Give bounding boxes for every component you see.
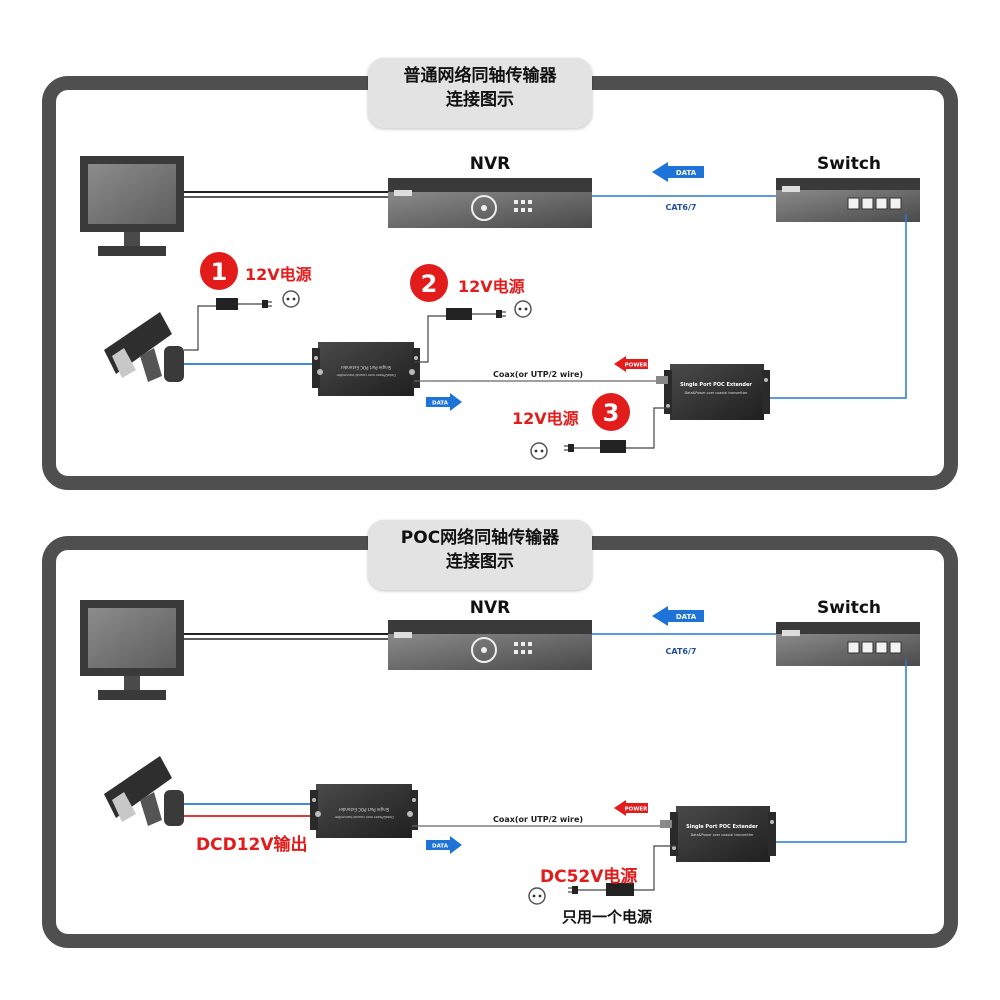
camera-icon bbox=[104, 312, 184, 382]
left-extender-title: Single Port POC Extender bbox=[340, 365, 391, 370]
power-number-badge-2 bbox=[410, 264, 448, 302]
power-adapter-icon bbox=[564, 407, 670, 453]
top-diagram-panel bbox=[42, 76, 958, 490]
switch-device-icon bbox=[776, 178, 920, 222]
power-number-badge-3 bbox=[592, 393, 630, 431]
monitor-icon bbox=[80, 600, 184, 700]
top-diagram: NVR Switch DATA CAT6/7 bbox=[80, 154, 920, 460]
poc-extender-icon bbox=[310, 784, 418, 838]
left-extender-subtitle: Data&Power over coaxial transmitter bbox=[336, 373, 396, 377]
bottom-title-line2: 连接图示 bbox=[446, 552, 514, 572]
power-tag: POWER bbox=[625, 363, 649, 369]
top-diagram-title: 普通网络同轴传输器 连接图示 bbox=[368, 58, 592, 128]
nvr-device-icon bbox=[388, 178, 592, 228]
data-tag-lower: DATA bbox=[432, 844, 449, 850]
coax-label: Coax(or UTP/2 wire) bbox=[493, 370, 583, 379]
data-tag: DATA bbox=[676, 169, 697, 177]
wall-socket-icon bbox=[514, 300, 532, 318]
wall-socket-icon bbox=[530, 442, 548, 460]
cat-label: CAT6/7 bbox=[666, 203, 697, 212]
bottom-diagram-panel bbox=[42, 536, 958, 948]
left-extender-title: Single Port POC Extender bbox=[338, 807, 389, 812]
top-title-line2: 连接图示 bbox=[446, 90, 514, 110]
data-tag-lower: DATA bbox=[432, 401, 449, 407]
power-tag: POWER bbox=[625, 807, 649, 813]
power-adapter-icon bbox=[414, 308, 506, 363]
dc52v-power-label: DC52V电源 bbox=[540, 867, 638, 887]
right-extender-title: Single Port POC Extender bbox=[686, 824, 758, 830]
arrow-left-icon bbox=[614, 356, 648, 372]
poc-extender-icon bbox=[656, 364, 770, 420]
camera-icon bbox=[104, 756, 184, 826]
arrow-right-icon bbox=[426, 393, 462, 411]
switch-label: Switch bbox=[817, 598, 881, 618]
power-adapter-icon bbox=[184, 298, 272, 351]
top-title-line1: 普通网络同轴传输器 bbox=[403, 66, 557, 86]
right-extender-subtitle: Data&Power over coaxial transmitter bbox=[691, 833, 754, 837]
nvr-label: NVR bbox=[470, 598, 510, 618]
single-power-note: 只用一个电源 bbox=[562, 908, 653, 926]
nvr-device-icon bbox=[388, 620, 592, 670]
power-adapter-icon bbox=[568, 845, 676, 896]
nvr-label: NVR bbox=[470, 154, 510, 174]
wall-socket-icon bbox=[528, 887, 546, 905]
switch-device-icon bbox=[776, 622, 920, 666]
arrow-right-icon bbox=[426, 836, 462, 854]
switch-label: Switch bbox=[817, 154, 881, 174]
power-label-2: 12V电源 bbox=[458, 277, 525, 296]
power-number-1: 1 bbox=[211, 258, 228, 286]
poc-extender-icon bbox=[660, 806, 776, 862]
power-number-badge-1 bbox=[200, 252, 238, 290]
monitor-icon bbox=[80, 156, 184, 256]
left-extender-subtitle: Data&Power over coaxial transmitter bbox=[334, 815, 394, 819]
wall-socket-icon bbox=[282, 290, 300, 308]
arrow-left-icon bbox=[652, 606, 704, 626]
dc12v-output-label: DCD12V输出 bbox=[196, 835, 308, 855]
poc-extender-icon bbox=[312, 342, 420, 396]
power-number-3: 3 bbox=[603, 399, 620, 427]
data-tag: DATA bbox=[676, 613, 697, 621]
cat-label: CAT6/7 bbox=[666, 647, 697, 656]
arrow-left-icon bbox=[652, 162, 704, 182]
right-extender-title: Single Port POC Extender bbox=[680, 382, 752, 388]
coax-label: Coax(or UTP/2 wire) bbox=[493, 815, 583, 824]
power-number-2: 2 bbox=[421, 270, 438, 298]
power-label-3: 12V电源 bbox=[512, 409, 579, 428]
arrow-left-icon bbox=[614, 800, 648, 816]
bottom-diagram: NVR Switch DATA CAT6/7 bbox=[80, 598, 920, 905]
right-extender-subtitle: Data&Power over coaxial transmitter bbox=[685, 391, 748, 395]
power-label-1: 12V电源 bbox=[245, 265, 312, 284]
bottom-diagram-title: POC网络同轴传输器 连接图示 bbox=[368, 520, 592, 590]
bottom-title-line1: POC网络同轴传输器 bbox=[400, 528, 560, 548]
